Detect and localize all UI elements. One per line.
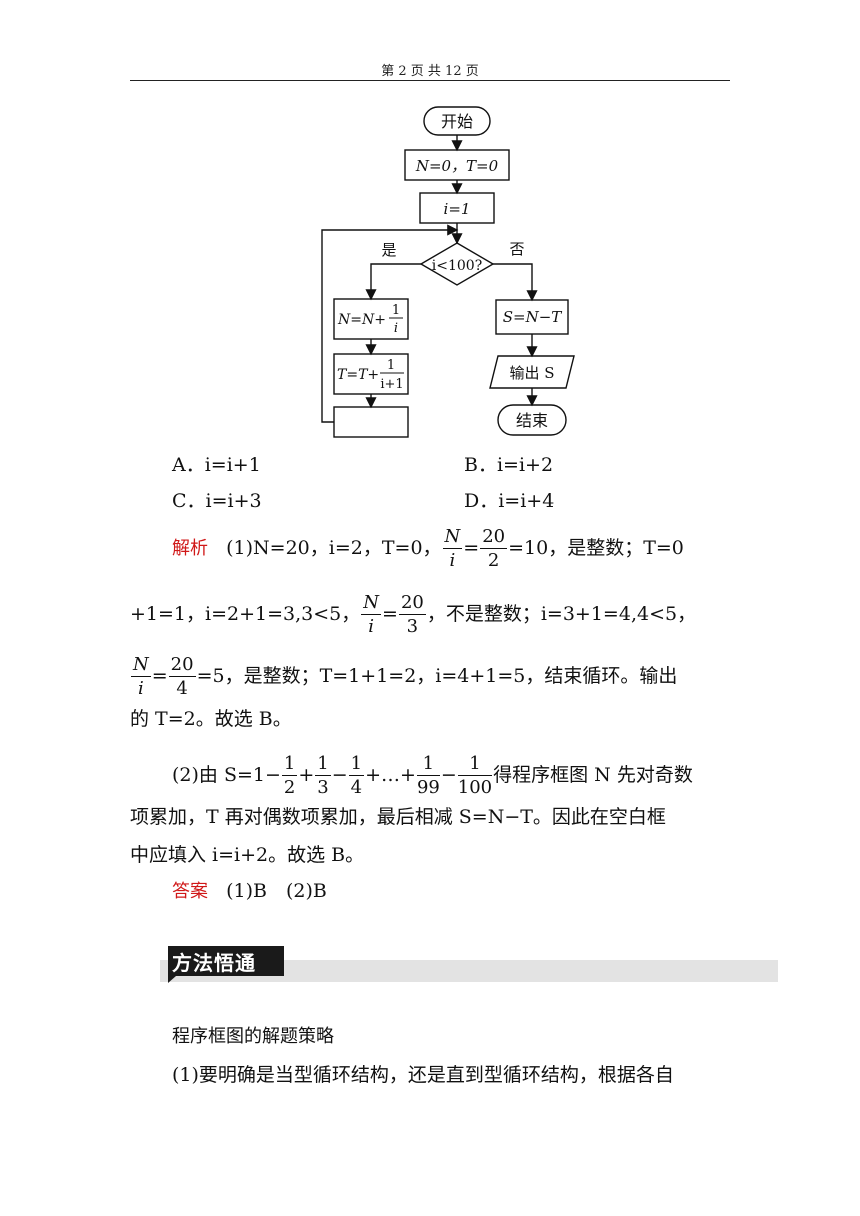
- solution-line-4: 的 T=2。故选 B。: [130, 708, 292, 730]
- section-banner-notch: [168, 976, 176, 983]
- s-calc-label: S=N−T: [503, 308, 563, 326]
- option-b: B．i=i+2: [464, 454, 554, 476]
- step-n-frac-num: 1: [392, 303, 400, 318]
- blank-box: [333, 406, 409, 438]
- solution-label: 解析: [172, 538, 208, 559]
- step-t-frac-den: i+1: [380, 377, 403, 392]
- output-label: 输出 S: [509, 364, 554, 382]
- header-rule: [130, 80, 730, 81]
- page-header: 第 2 页 共 12 页: [381, 64, 479, 79]
- solution-text: =10，是整数；T=0: [508, 537, 684, 559]
- method-item-1: (1)要明确是当型循环结构，还是直到型循环结构，根据各自: [172, 1064, 674, 1086]
- answer-value: (1)B (2)B: [226, 880, 327, 902]
- solution-text: (1)N=20，i=2，T=0，: [226, 537, 442, 559]
- option-d: D．i=i+4: [464, 490, 555, 512]
- step-t-label: T=T+: [337, 367, 379, 383]
- section-banner-bar: [160, 960, 778, 982]
- end-label: 结束: [516, 411, 548, 430]
- section-banner-tab: [168, 946, 284, 976]
- section-banner-title: 方法悟通: [172, 951, 256, 975]
- init-label: N=0，T=0: [415, 157, 499, 175]
- start-label: 开始: [441, 112, 473, 131]
- answer-line: 答案 (1)B (2)B: [172, 878, 327, 905]
- step-n-frac-den: i: [394, 321, 398, 336]
- solution-line-6: 项累加，T 再对偶数项累加，最后相减 S=N−T。因此在空白框: [130, 806, 666, 828]
- end-terminal: [497, 404, 567, 436]
- no-label: 否: [509, 240, 524, 258]
- flowchart: 开始 N=0，T=0 i=1 i<100? 是 否 N=N+ 1 i T=T+ …: [321, 106, 575, 438]
- answer-label: 答案: [172, 881, 208, 902]
- solution-line-7: 中应填入 i=i+2。故选 B。: [130, 844, 365, 866]
- yes-label: 是: [381, 241, 396, 259]
- step-n-label: N=N+: [337, 312, 386, 328]
- method-title: 程序框图的解题策略: [172, 1026, 334, 1047]
- option-a: A．i=i+1: [172, 454, 261, 476]
- step-t-frac-num: 1: [387, 358, 395, 373]
- condition-label: i<100?: [432, 258, 482, 274]
- output-parallelogram: [489, 355, 575, 389]
- option-c: C．i=i+3: [172, 490, 262, 512]
- i-init-label: i=1: [444, 200, 471, 218]
- decision-diamond: [419, 242, 495, 286]
